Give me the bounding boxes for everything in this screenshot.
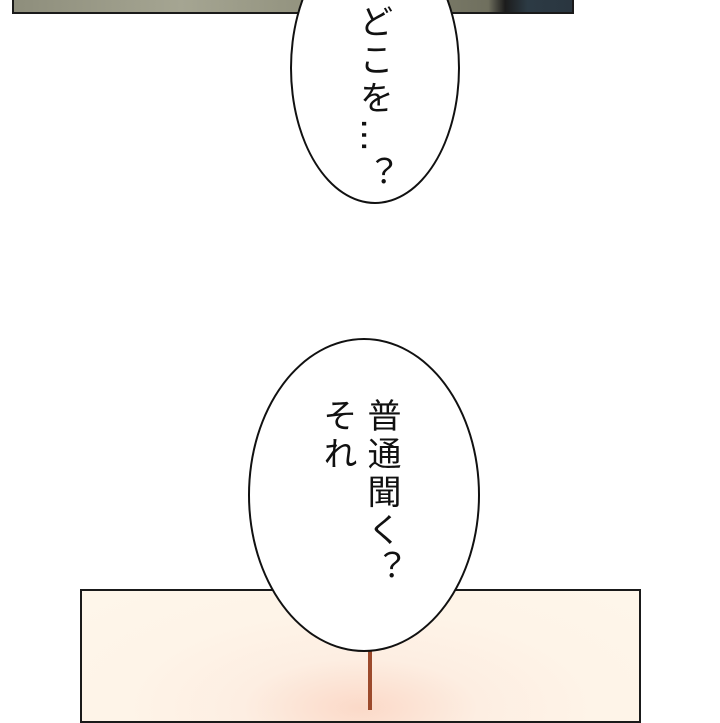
top-comic-panel	[12, 0, 574, 14]
speech-text-1: どこを…？	[353, 4, 393, 194]
speech-text-2-line-1: 普通聞く？	[361, 398, 401, 588]
hair-strand	[368, 640, 372, 710]
speech-text-2-line-2: それ	[317, 398, 357, 474]
speech-bubble-2	[248, 338, 480, 652]
